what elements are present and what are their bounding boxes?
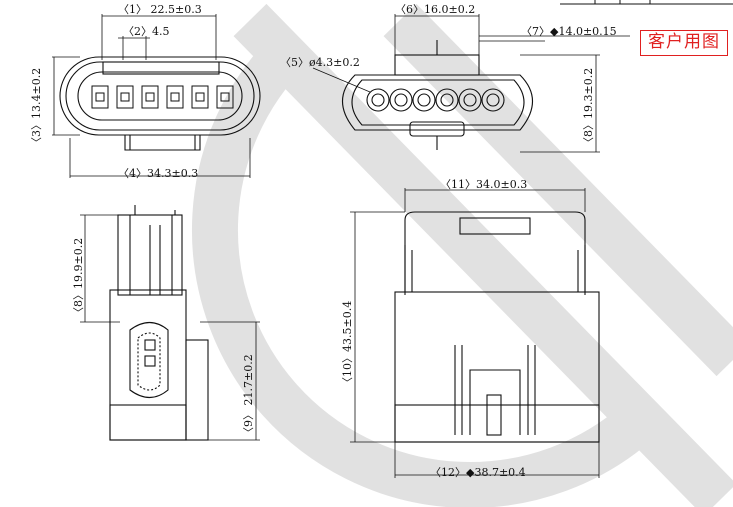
dim-2-label: 〈2〉4.5 (123, 25, 170, 38)
dim-11-label: 〈11〉34.0±0.3 (440, 178, 527, 191)
dim-5-label: 〈5〉ø4.3±0.2 (280, 56, 360, 69)
dim-9-label: 〈9〉 21.7±0.2 (242, 354, 255, 438)
dim-7-label: 〈7〉◆14.0±0.15 (521, 25, 617, 38)
side-view (109, 205, 209, 441)
top-view-dims (350, 188, 600, 478)
dim-4-label: 〈4〉34.3±0.3 (118, 167, 198, 180)
dim-1-label: 〈1〉 22.5±0.3 (118, 3, 202, 16)
dim-6-label: 〈6〉16.0±0.2 (395, 3, 475, 16)
side-view-dims (80, 214, 260, 441)
title-block-fragment (560, 0, 733, 5)
top-view (394, 211, 600, 443)
dim-3-label: 〈3〉13.4±0.2 (30, 68, 43, 148)
front-face-view (59, 56, 261, 151)
customer-drawing-stamp: 客户用图 (640, 30, 728, 56)
dim-10-label: 〈10〉43.5±0.4 (341, 301, 354, 388)
dim-8a-label: 〈8〉19.3±0.2 (582, 68, 595, 148)
rear-face-dims (312, 14, 630, 153)
rear-face-view (342, 40, 533, 150)
front-face-dims (52, 14, 251, 178)
dim-12-label: 〈12〉◆38.7±0.4 (430, 466, 526, 479)
dim-8b-label: 〈8〉19.9±0.2 (72, 238, 85, 318)
watermark-logo (192, 3, 733, 507)
